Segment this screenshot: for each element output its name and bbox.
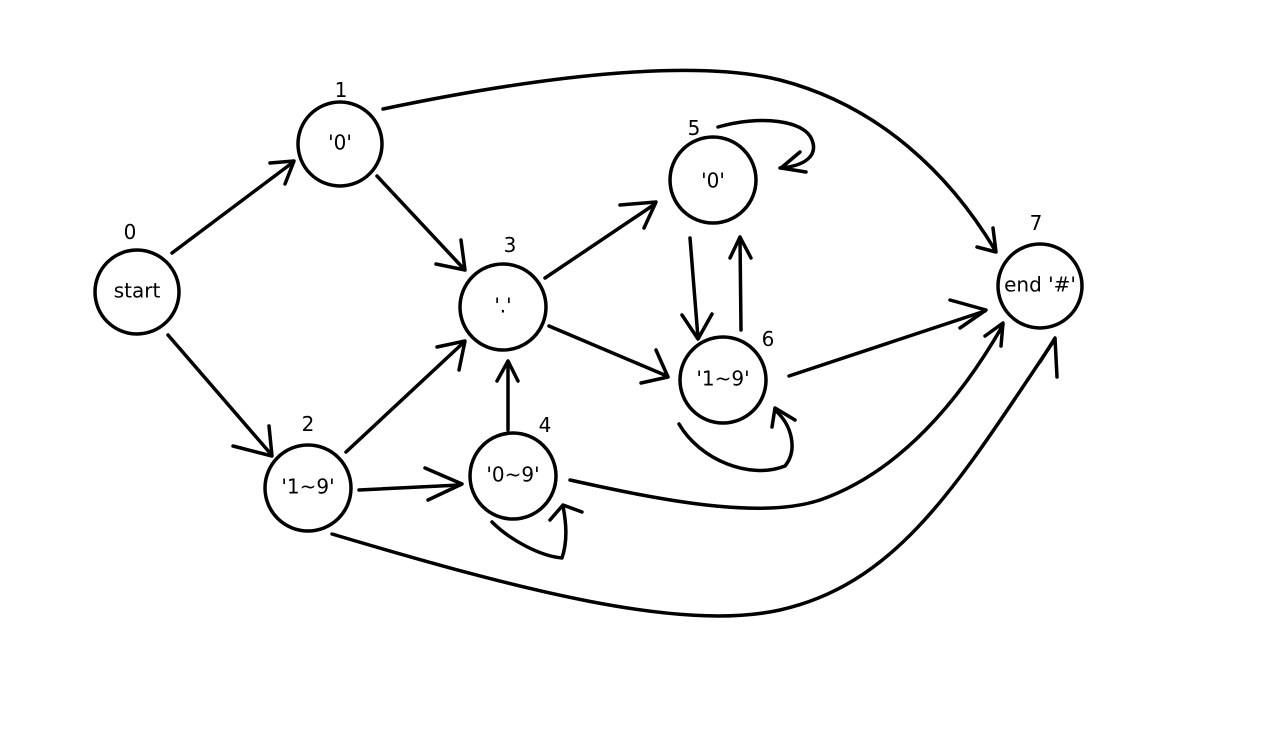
state-index-7: 7 bbox=[1030, 211, 1043, 235]
state-index-2: 2 bbox=[302, 412, 315, 436]
state-index-5: 5 bbox=[688, 116, 701, 140]
state-circle-2 bbox=[263, 443, 353, 533]
edge-2-to-7 bbox=[330, 336, 1059, 618]
state-circle-4 bbox=[468, 431, 558, 521]
state-label-5: '0' bbox=[701, 169, 725, 193]
state-index-0: 0 bbox=[124, 220, 137, 244]
edge-5-to-6 bbox=[680, 236, 714, 341]
state-node-2[interactable]: 2 '1~9' bbox=[263, 412, 353, 533]
edge-1-to-3 bbox=[375, 174, 467, 272]
state-node-1[interactable]: 1 '0' bbox=[296, 78, 384, 188]
edge-2-to-3 bbox=[344, 339, 467, 454]
edges bbox=[166, 68, 1059, 618]
state-circle-6 bbox=[678, 335, 768, 425]
state-index-3: 3 bbox=[504, 233, 517, 257]
state-label-3: '.' bbox=[494, 294, 511, 318]
edge-4-to-3 bbox=[495, 359, 520, 432]
state-label-4: '0~9' bbox=[486, 463, 539, 487]
edge-0-to-1 bbox=[170, 159, 296, 255]
state-index-1: 1 bbox=[335, 78, 348, 102]
edge-3-to-6 bbox=[547, 324, 670, 385]
edge-1-to-7 bbox=[381, 68, 998, 254]
edge-5-self-loop bbox=[716, 118, 816, 174]
state-node-3[interactable]: 3 '.' bbox=[458, 233, 548, 352]
state-label-0: start bbox=[114, 279, 161, 303]
state-label-2: '1~9' bbox=[281, 475, 334, 499]
edge-4-self-loop bbox=[490, 503, 584, 560]
state-node-7[interactable]: 7 end '#' bbox=[996, 211, 1084, 330]
state-label-7: end '#' bbox=[1004, 273, 1076, 297]
state-index-6: 6 bbox=[762, 327, 775, 351]
state-circle-5 bbox=[668, 135, 758, 225]
state-circle-7 bbox=[996, 242, 1084, 330]
state-index-4: 4 bbox=[539, 413, 552, 437]
state-label-6: '1~9' bbox=[696, 367, 749, 391]
state-circle-1 bbox=[296, 100, 384, 188]
edge-6-self-loop bbox=[677, 406, 797, 473]
edge-4-to-7 bbox=[568, 321, 1005, 511]
state-node-6[interactable]: 6 '1~9' bbox=[678, 327, 775, 425]
edge-6-to-7 bbox=[787, 298, 988, 378]
state-circle-3 bbox=[458, 262, 548, 352]
state-label-1: '0' bbox=[328, 131, 352, 155]
edge-2-to-4 bbox=[357, 466, 464, 502]
state-node-5[interactable]: 5 '0' bbox=[668, 116, 758, 225]
state-node-4[interactable]: 4 '0~9' bbox=[468, 413, 558, 521]
state-circle-0 bbox=[93, 248, 181, 336]
edge-3-to-5 bbox=[543, 200, 658, 280]
edge-6-to-5 bbox=[728, 235, 753, 332]
state-node-0[interactable]: 0 start bbox=[93, 220, 181, 336]
edge-0-to-2 bbox=[166, 333, 274, 458]
nodes: 0 start 1 '0' 2 '1~9' 3 '.' 4 '0~9' 5 bbox=[93, 78, 1084, 533]
